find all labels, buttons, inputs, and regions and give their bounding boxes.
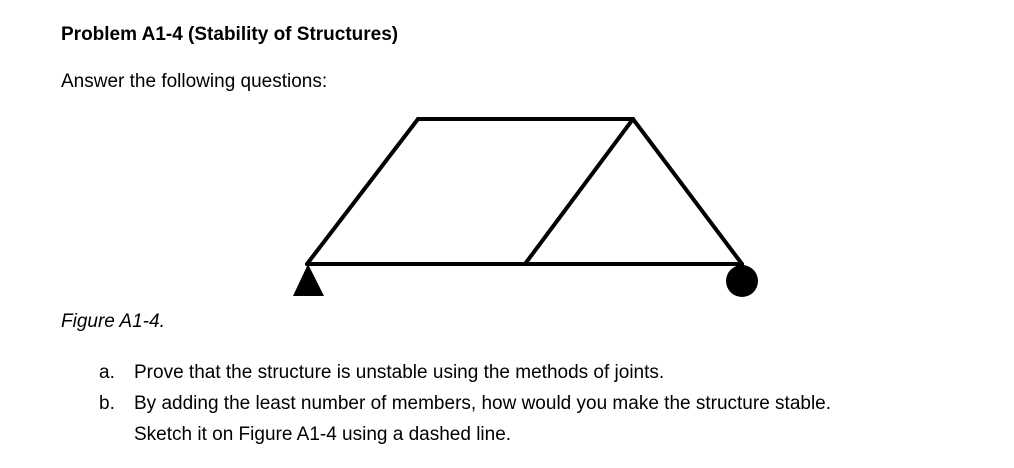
question-list: a. Prove that the structure is unstable …	[99, 357, 831, 450]
question-marker: a.	[99, 362, 115, 383]
figure-caption: Figure A1-4.	[61, 311, 165, 332]
roller-support-icon	[726, 265, 758, 297]
question-item: a. Prove that the structure is unstable …	[99, 357, 831, 388]
question-text: Prove that the structure is unstable usi…	[134, 357, 664, 388]
pin-support-icon	[293, 264, 324, 296]
right-diagonal-member	[631, 117, 744, 266]
question-line: Sketch it on Figure A1-4 using a dashed …	[134, 424, 512, 445]
question-text: By adding the least number of members, h…	[134, 388, 831, 450]
left-diagonal-member	[305, 117, 420, 266]
question-item: b. By adding the least number of members…	[99, 388, 831, 450]
problem-title: Problem A1-4 (Stability of Structures)	[61, 24, 399, 45]
intro-text: Answer the following questions:	[61, 71, 328, 92]
middle-diagonal-member	[523, 117, 635, 266]
question-line: By adding the least number of members, h…	[134, 393, 832, 414]
question-line: Prove that the structure is unstable usi…	[134, 362, 665, 383]
question-marker: b.	[99, 393, 115, 414]
